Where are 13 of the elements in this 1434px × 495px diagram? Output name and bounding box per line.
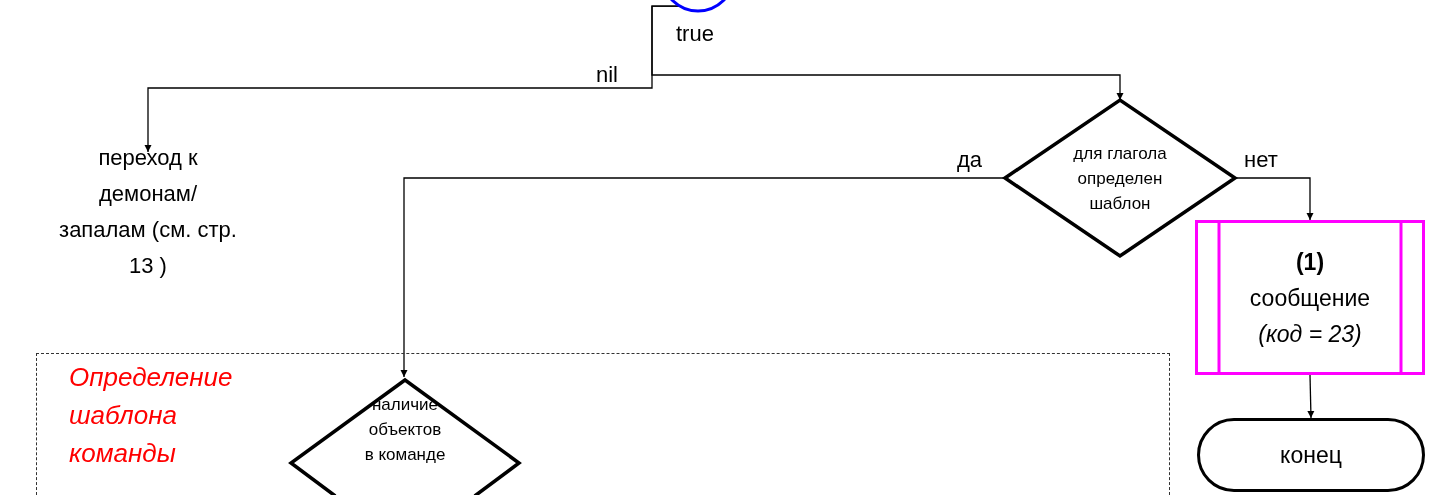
subroutine-box [1195, 220, 1425, 375]
connector-arrow [400, 177, 1006, 378]
flow-text: переход к демонам/запалам (см. стр. 13 ) [58, 144, 238, 280]
connector-arrow [1234, 177, 1314, 221]
decision-text: для глагола определен шаблон [1072, 142, 1168, 215]
box-text: (код = 23) [1258, 319, 1362, 349]
connector-arrow [144, 5, 681, 153]
dashed-group-frame [36, 353, 1170, 495]
terminal-box: конец [1197, 418, 1425, 492]
box-text: (1) [1295, 247, 1325, 277]
group-title: Определение шаблона команды [69, 361, 234, 470]
connector-arrow [1307, 374, 1315, 419]
box-text: сообщение [1249, 283, 1371, 313]
